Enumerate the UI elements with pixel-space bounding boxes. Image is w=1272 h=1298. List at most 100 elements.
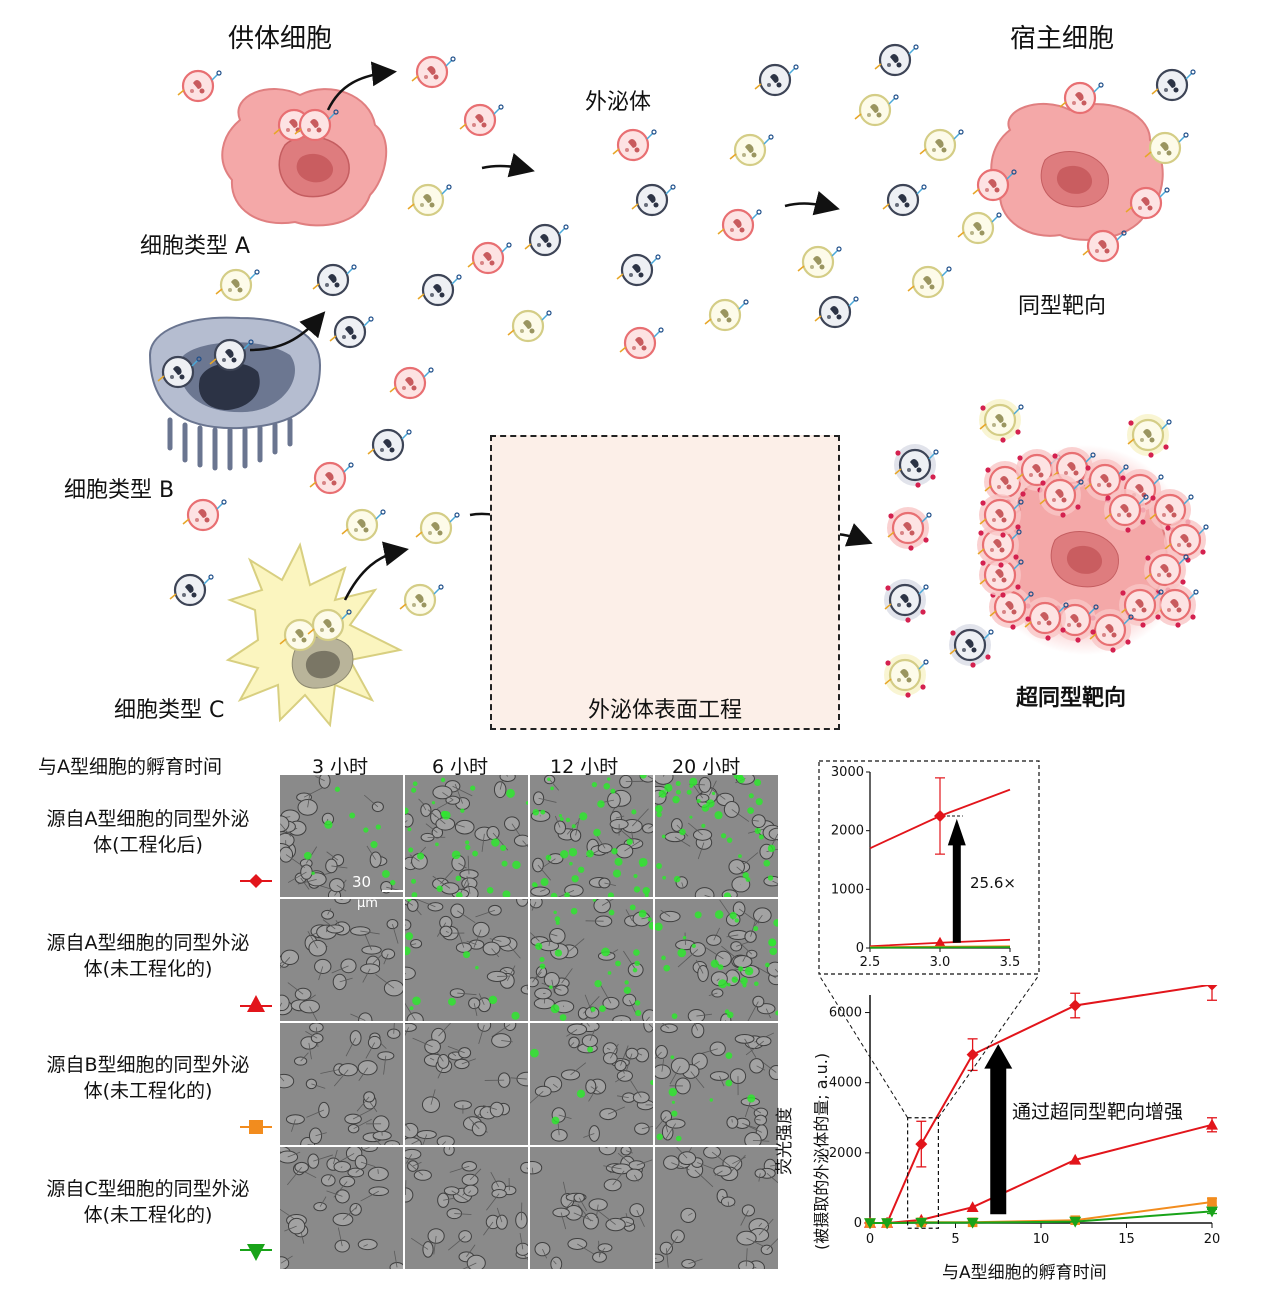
- exosome-a-4: [467, 241, 512, 275]
- data-point-triangle-up: [1069, 1153, 1082, 1165]
- x-tick-label: 10: [1033, 1232, 1050, 1247]
- micrograph-panel: [530, 1023, 653, 1145]
- exosome-surface-engineering-box: 外泌体表面工程: [490, 435, 840, 730]
- super-homotypic-targeting-label: 超同型靶向: [1016, 686, 1127, 711]
- cell-type-a-donor: [221, 88, 388, 227]
- row-label-a-engineered: 源自A型细胞的同型外泌 体(工程化后): [18, 806, 278, 858]
- exosome-c-23: [907, 265, 952, 299]
- exosome-a-84: [979, 494, 1024, 538]
- exosome-a-85: [1039, 474, 1084, 518]
- row-label-line2: 体(未工程化的): [83, 1080, 213, 1102]
- exosome-a-75: [1144, 549, 1189, 593]
- micrograph-panel: [405, 1023, 528, 1145]
- column-label-6h: 6 小时: [432, 756, 489, 778]
- enhancement-annotation: 通过超同型靶向增强: [1012, 1101, 1184, 1123]
- inset-x-tick-label: 2.5: [860, 955, 881, 970]
- row-label-line2: 体(未工程化的): [83, 958, 213, 980]
- exosome-b-19: [874, 43, 919, 77]
- exosome-a-78: [1089, 609, 1134, 653]
- exosome-c-20: [919, 128, 964, 162]
- exosome-c-37: [341, 508, 386, 542]
- data-point-diamond: [1069, 999, 1082, 1012]
- row-label-c-native: 源自C型细胞的同型外泌 体(未工程化的): [18, 1176, 278, 1228]
- row-marker-triangle-up: [240, 995, 272, 1012]
- inset-y-tick-label: 2000: [831, 824, 864, 839]
- row-marker-diamond: [240, 874, 272, 888]
- data-point-diamond: [966, 1048, 979, 1061]
- column-label-20h: 20 小时: [672, 756, 741, 778]
- fold-change-annotation: 25.6×: [970, 874, 1016, 892]
- exosome-b-61: [894, 444, 939, 488]
- row-label-line1: 源自A型细胞的同型外泌: [46, 808, 250, 830]
- exosome-a-2: [459, 103, 504, 137]
- exosome-b-9: [631, 183, 676, 217]
- exosome-a-29: [1082, 229, 1127, 263]
- row-label-line1: 源自C型细胞的同型外泌: [46, 1178, 250, 1200]
- inset-frame: [818, 760, 1040, 975]
- micrograph-panel: [405, 775, 528, 897]
- exosome-c-38: [415, 511, 460, 545]
- exosome-a-8: [612, 128, 657, 162]
- y-tick-label: 6000: [829, 1006, 862, 1021]
- column-label-3h: 3 小时: [312, 756, 369, 778]
- y-axis-label-line2: (被摄取的外泌体的量; a.u.): [812, 1052, 831, 1250]
- exosome-b-42: [209, 338, 254, 372]
- exosome-b-13: [754, 63, 799, 97]
- micrograph-panel: [405, 1147, 528, 1269]
- exosome-a-74: [1164, 519, 1209, 563]
- exosome-a-27: [972, 168, 1017, 202]
- exosome-b-39: [169, 573, 214, 607]
- exosome-a-36: [182, 498, 227, 532]
- exosome-b-34: [367, 428, 412, 462]
- exosome-c-3: [407, 183, 452, 217]
- exosome-c-22: [957, 211, 1002, 245]
- exosome-b-10: [616, 253, 661, 287]
- data-point-square: [1207, 1197, 1217, 1207]
- exosome-b-65: [949, 624, 994, 668]
- exosome-b-21: [882, 183, 927, 217]
- x-tick-label: 20: [1204, 1232, 1221, 1247]
- exosome-c-40: [399, 583, 444, 617]
- row-marker-triangle-down: [240, 1244, 272, 1261]
- y-tick-label: 2000: [829, 1146, 862, 1161]
- inset-y-tick-label: 3000: [831, 765, 864, 780]
- micrograph-panel: [405, 899, 528, 1021]
- micrograph-panel: [530, 1147, 653, 1269]
- exosome-c-18: [854, 93, 899, 127]
- micrograph-panel: [280, 1147, 403, 1269]
- x-tick-label: 5: [951, 1232, 959, 1247]
- inset-x-tick-label: 3.5: [1000, 955, 1021, 970]
- exosome-a-11: [717, 208, 762, 242]
- data-point-triangle-up: [934, 936, 946, 948]
- cell-type-c-label: 细胞类型 C: [114, 698, 225, 723]
- data-point-triangle-down: [881, 1218, 894, 1229]
- y-tick-label: 4000: [829, 1076, 862, 1091]
- exosome-a-82: [979, 554, 1024, 598]
- exosome-a-80: [1024, 597, 1069, 641]
- exosome-c-67: [1127, 414, 1172, 458]
- column-label-12h: 12 小时: [550, 756, 619, 778]
- exosome-group: [157, 43, 1209, 698]
- exosome-a-35: [309, 461, 354, 495]
- cell-type-b-label: 细胞类型 B: [64, 478, 175, 503]
- row-label-line2: 体(工程化后): [93, 834, 203, 856]
- exosome-b-41: [157, 355, 202, 389]
- data-point-triangle-down: [1206, 1206, 1218, 1218]
- data-point-triangle-up: [1206, 1118, 1218, 1130]
- scale-bar: [382, 890, 404, 892]
- micrograph-panel: [655, 899, 778, 1021]
- exosome-c-66: [979, 399, 1024, 443]
- exosome-c-16: [797, 245, 842, 279]
- row-label-b-native: 源自B型细胞的同型外泌 体(未工程化的): [18, 1052, 278, 1104]
- x-axis-label: 与A型细胞的孵育时间: [942, 1263, 1107, 1283]
- row-label-line1: 源自A型细胞的同型外泌: [46, 932, 250, 954]
- data-point-triangle-down: [1069, 1216, 1082, 1228]
- exosome-a-76: [1154, 584, 1199, 628]
- host-cell-homotypic: [990, 102, 1164, 241]
- exosome-b-32: [329, 315, 374, 349]
- exosome-c-64: [884, 654, 929, 698]
- zoom-region: [907, 1117, 940, 1229]
- data-point-triangle-down: [915, 1217, 928, 1229]
- row-marker-square: [240, 1120, 272, 1134]
